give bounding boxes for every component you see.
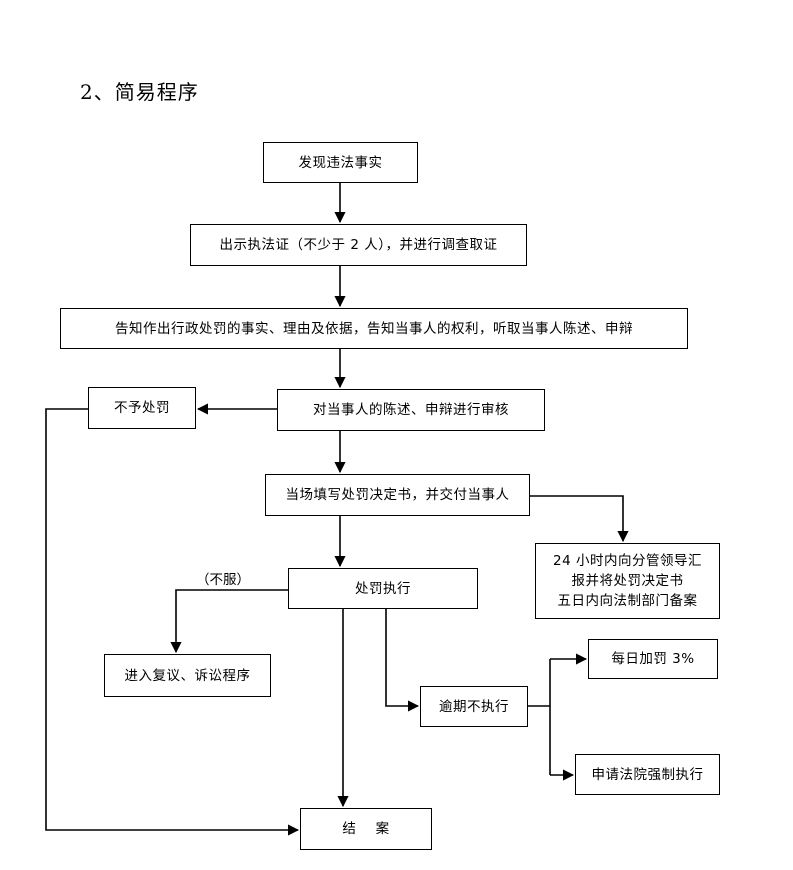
node-decision: 当场填写处罚决定书，并交付当事人 [265, 474, 530, 516]
node-no-penalty: 不予处罚 [88, 387, 196, 429]
node-report-line-3: 五日内向法制部门备案 [557, 593, 698, 609]
node-report-line-2: 报并将处罚决定书 [571, 573, 684, 589]
arrow-decision-to-report [530, 495, 629, 543]
node-execute: 处罚执行 [288, 568, 478, 609]
node-inform: 告知作出行政处罚的事实、理由及依据，告知当事人的权利，听取当事人陈述、申辩 [60, 308, 688, 349]
node-review: 对当事人的陈述、申辩进行审核 [277, 389, 545, 431]
node-overdue: 逾期不执行 [420, 686, 528, 727]
node-report-line-1: 24 小时内向分管领导汇 [553, 553, 702, 569]
node-appeal: 进入复议、诉讼程序 [104, 654, 271, 697]
node-close: 结 案 [300, 808, 432, 850]
node-show-id: 出示执法证（不少于 2 人），并进行调查取证 [190, 224, 527, 266]
node-daily-fine: 每日加罚 3% [588, 639, 718, 679]
page-title: 2、简易程序 [80, 80, 199, 104]
node-report: 24 小时内向分管领导汇 报并将处罚决定书 五日内向法制部门备案 [535, 543, 720, 619]
arrow-nopenalty-to-close [45, 408, 300, 836]
node-discover: 发现违法事实 [263, 142, 418, 183]
arrow-execute-to-appeal [170, 589, 288, 654]
label-not-accept: （不服） [196, 572, 250, 588]
node-court: 申请法院强制执行 [575, 754, 720, 795]
arrow-execute-to-overdue [385, 609, 420, 712]
